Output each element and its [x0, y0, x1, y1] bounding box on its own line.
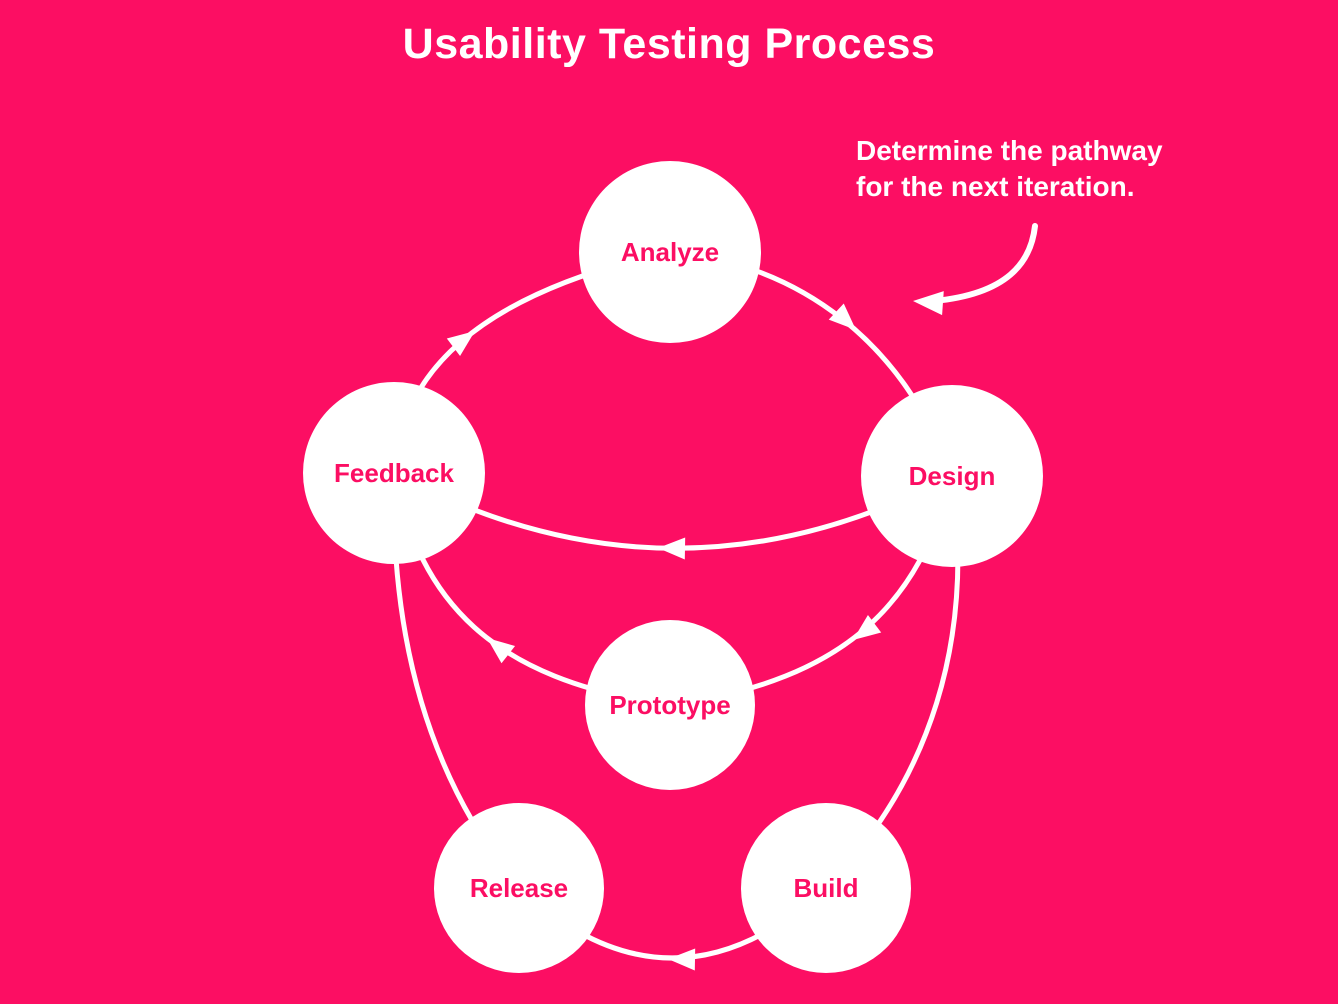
node-feedback: Feedback [303, 382, 485, 564]
page-title: Usability Testing Process [402, 20, 936, 68]
node-analyze-label: Analyze [620, 236, 720, 267]
node-prototype-label: Prototype [609, 689, 731, 720]
node-release-label: Release [469, 872, 569, 903]
arrowhead-to-release [668, 948, 696, 971]
node-analyze: Analyze [579, 161, 761, 343]
node-design: Design [861, 385, 1043, 567]
annotation-note: Determine the pathway for the next itera… [856, 135, 1163, 202]
arrowhead-to-feedback-mid [658, 537, 686, 560]
node-release: Release [434, 803, 604, 973]
node-build: Build [741, 803, 911, 973]
node-design-label: Design [908, 460, 996, 491]
annotation-arrowhead [913, 291, 944, 316]
node-prototype: Prototype [585, 620, 755, 790]
node-build-label: Build [793, 872, 859, 903]
arrowhead-to-feedback-lower [487, 638, 516, 664]
arrowhead-to-prototype [853, 614, 882, 640]
node-feedback-label: Feedback [334, 457, 454, 488]
annotation-arrow [931, 223, 1038, 304]
arrowhead-to-analyze [446, 331, 475, 357]
arrowhead-to-design [828, 303, 856, 330]
